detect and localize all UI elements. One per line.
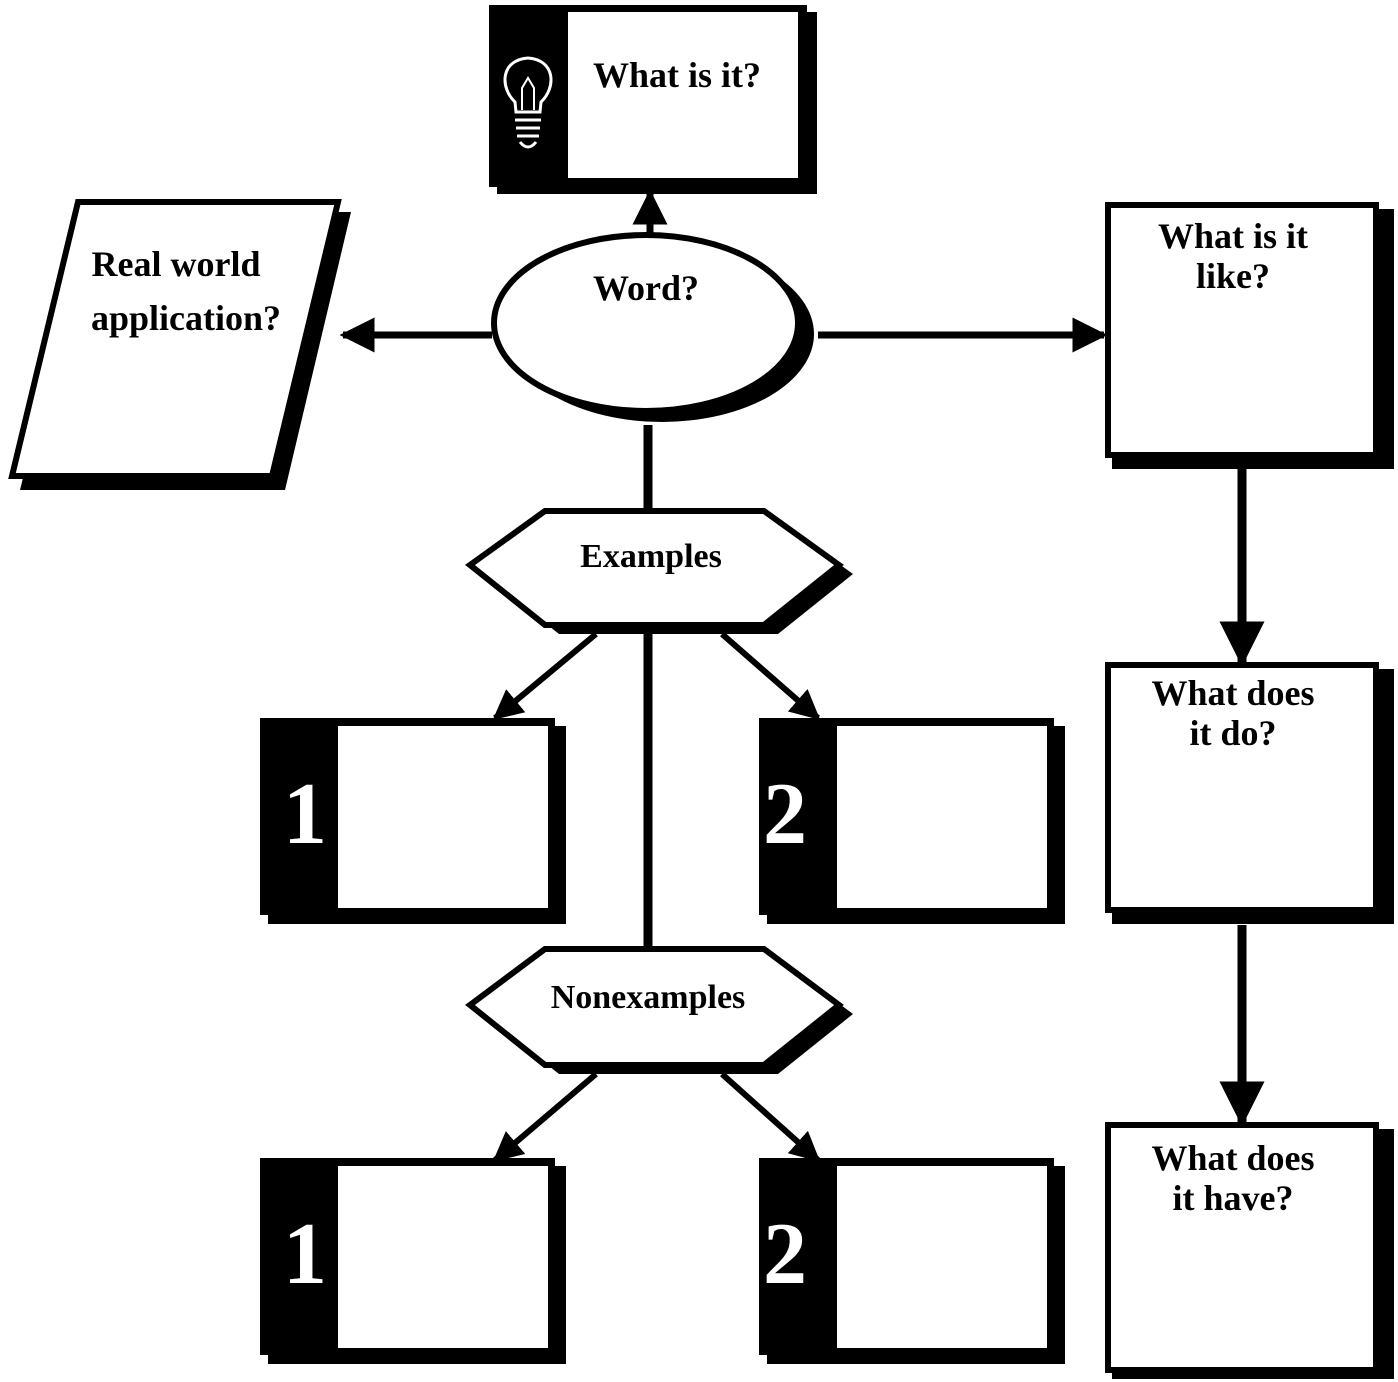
arrow-to-example-2	[720, 631, 821, 721]
word-node: Word?	[491, 232, 814, 422]
nonexamples-node: Nonexamples	[465, 946, 853, 1074]
arrow-to-example-1	[492, 631, 598, 721]
has-label-line2: it have?	[1173, 1178, 1294, 1218]
examples-node: Examples	[465, 508, 853, 634]
example-2-box: 2	[759, 718, 1065, 924]
example-2-number: 2	[763, 766, 807, 863]
like-node: What is it like?	[1105, 202, 1394, 469]
example-1-number: 1	[283, 766, 327, 863]
definition-label: What is it?	[593, 55, 761, 95]
does-label-line2: it do?	[1189, 713, 1276, 753]
nonexample-1-box: 1	[260, 1158, 566, 1364]
like-label-line2: like?	[1196, 256, 1270, 296]
application-label-line2: application?	[91, 298, 281, 338]
definition-node: What is it?	[489, 5, 817, 194]
arrow-to-nonexample-1	[492, 1071, 598, 1163]
nonexample-1-number: 1	[283, 1206, 327, 1303]
has-label-line1: What does	[1151, 1138, 1314, 1178]
examples-label: Examples	[580, 538, 722, 575]
application-node: Real world application?	[8, 199, 351, 490]
nonexample-2-box: 2	[759, 1158, 1065, 1364]
does-label-line1: What does	[1151, 673, 1314, 713]
arrow-to-nonexample-2	[719, 1071, 821, 1163]
nonexample-2-number: 2	[763, 1206, 807, 1303]
connectors	[339, 189, 1265, 1163]
has-node: What does it have?	[1105, 1122, 1394, 1379]
word-label: Word?	[593, 268, 699, 308]
nonexamples-label: Nonexamples	[551, 979, 746, 1016]
example-1-box: 1	[260, 718, 566, 924]
lightbulb-icon	[503, 56, 553, 149]
application-label-line1: Real world	[92, 244, 261, 284]
like-label-line1: What is it	[1158, 216, 1308, 256]
does-node: What does it do?	[1105, 662, 1394, 924]
